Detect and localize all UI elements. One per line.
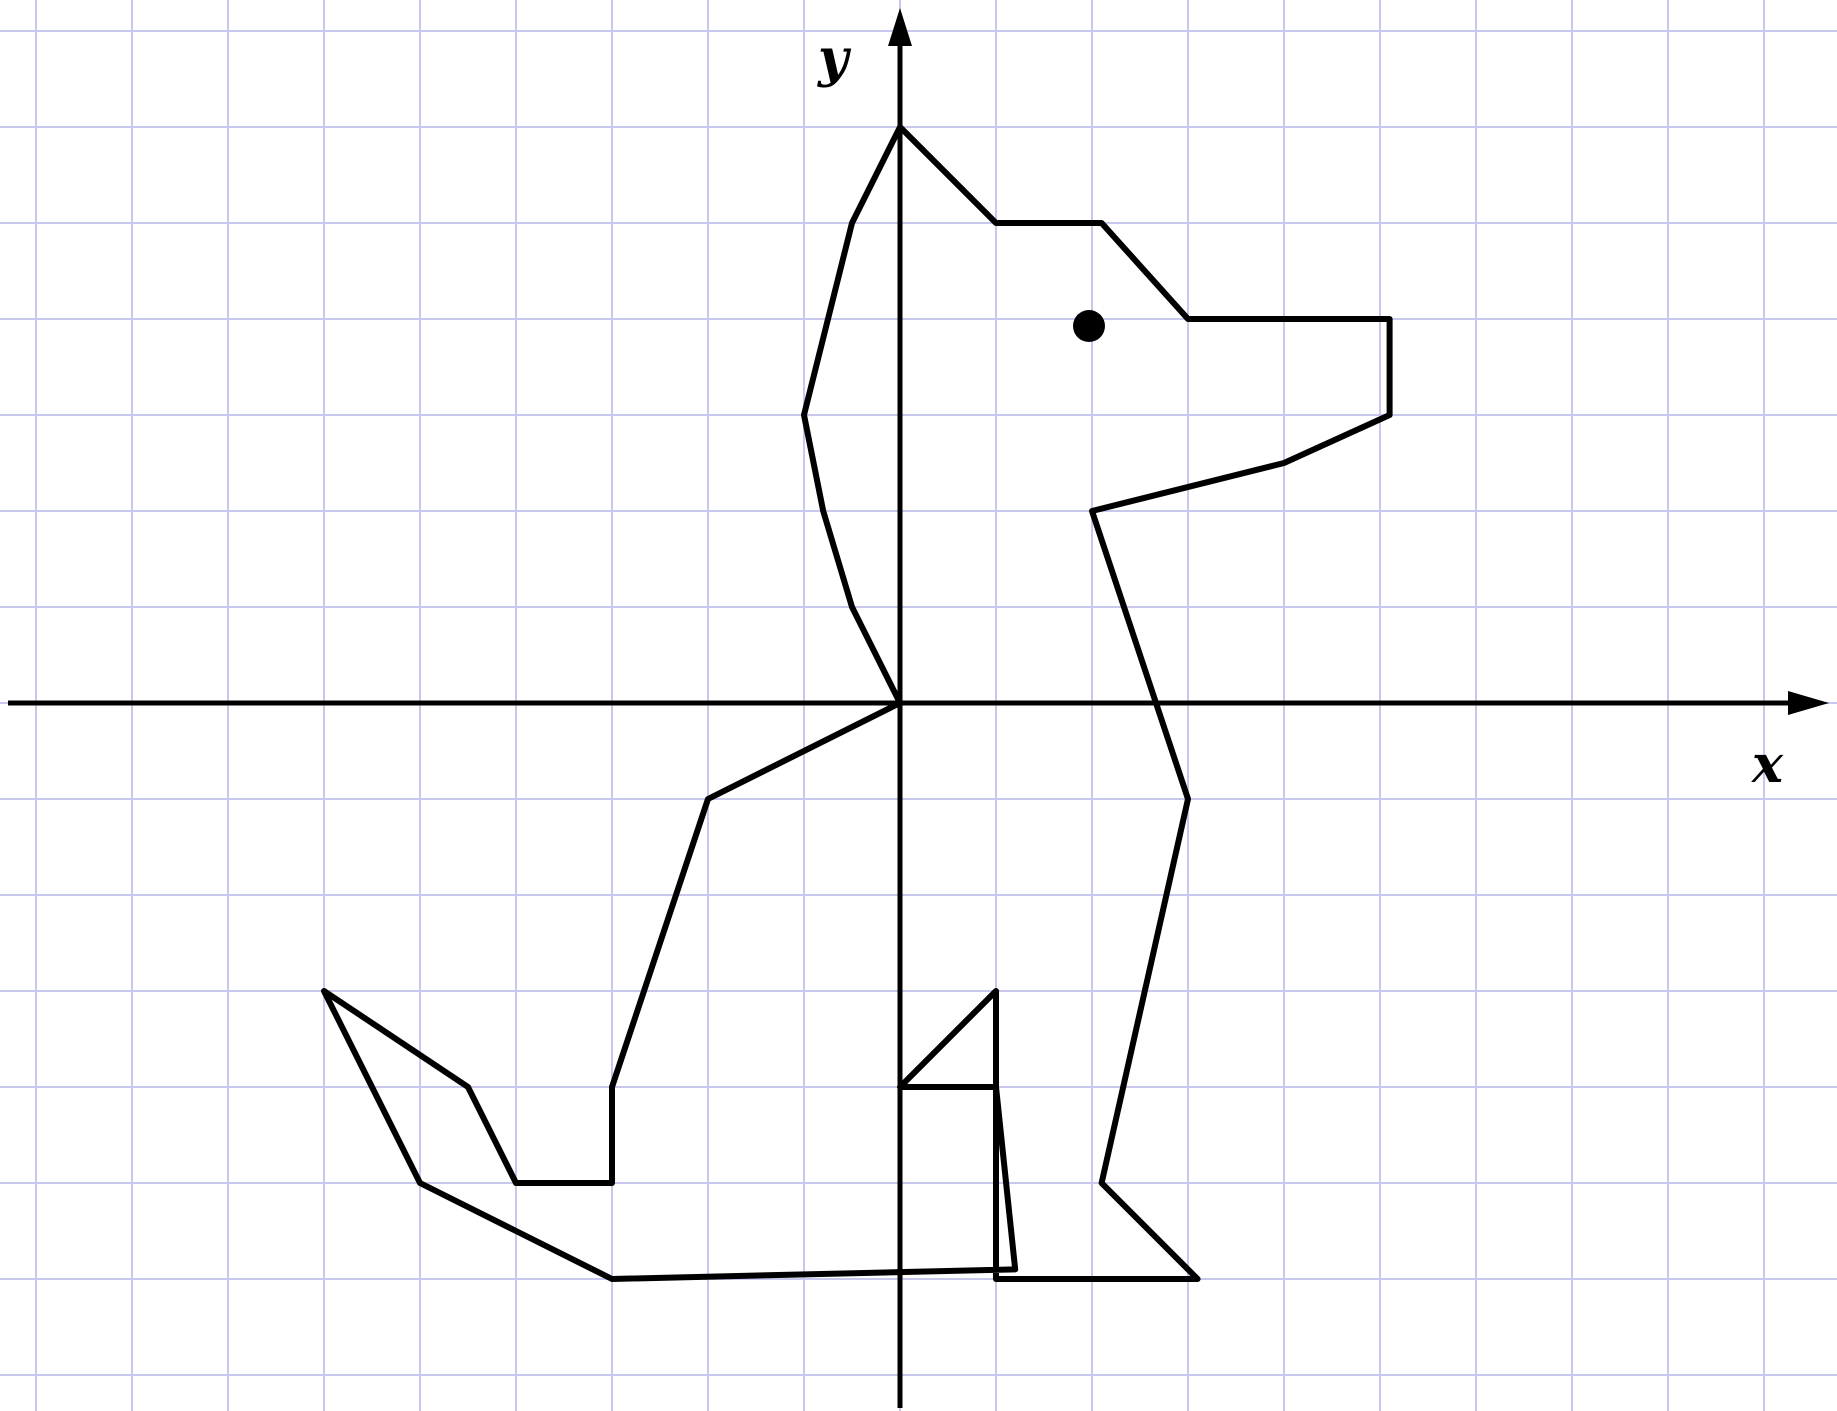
dog-eye [1073,310,1105,342]
y-axis-arrowhead [888,8,912,46]
x-axis-label: x [1751,734,1784,795]
axes: x y [8,8,1829,1408]
y-axis-label: y [817,28,852,89]
x-axis-arrowhead [1788,691,1829,715]
